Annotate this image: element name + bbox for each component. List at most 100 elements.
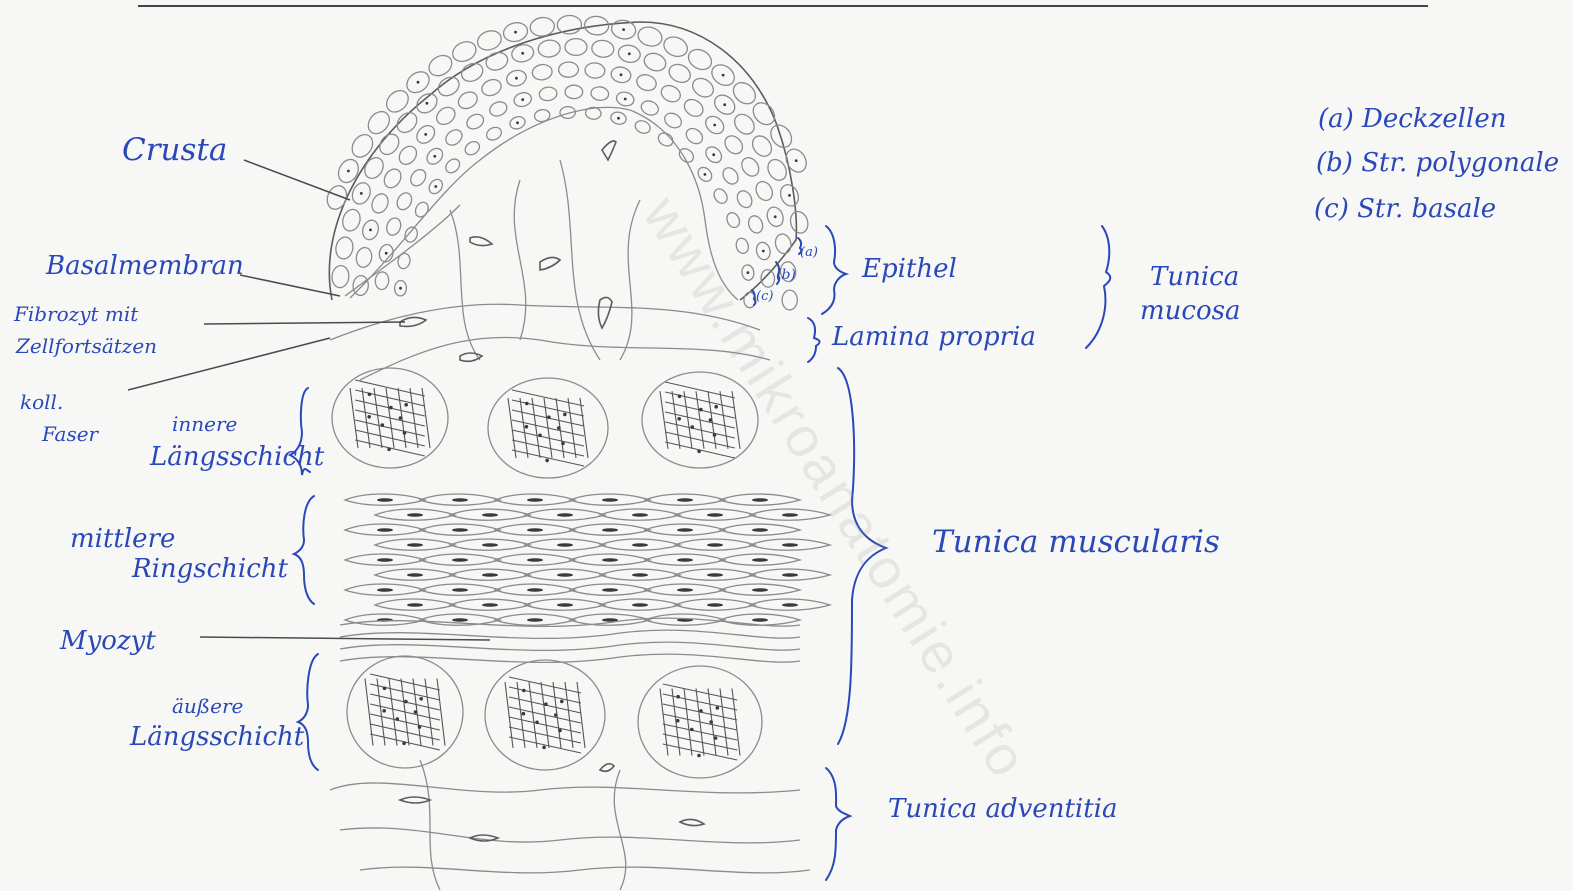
epithelial-cell xyxy=(565,39,587,56)
transition-fiber xyxy=(340,654,800,662)
epithelial-cell xyxy=(721,132,746,157)
label-innere-line2: Längsschicht xyxy=(150,444,324,471)
smooth-muscle-nucleus xyxy=(602,588,618,592)
muscle-fiber-stroke xyxy=(663,684,737,700)
muscle-nucleus xyxy=(389,406,393,410)
epithelial-cell xyxy=(488,99,509,118)
epithelial-cell xyxy=(397,252,412,270)
muscle-nucleus xyxy=(418,725,422,729)
muscle-nucleus xyxy=(697,754,701,758)
muscle-fiber-stroke xyxy=(355,430,425,446)
epithelial-cell xyxy=(681,96,706,120)
muscle-fiber-stroke xyxy=(365,678,373,745)
transition-fiber xyxy=(340,630,800,638)
muscle-fiber-stroke xyxy=(370,684,440,700)
epithelial-cell xyxy=(334,236,355,261)
cell-nucleus xyxy=(360,192,363,195)
smooth-muscle-nucleus xyxy=(752,618,768,622)
smooth-muscle-nucleus xyxy=(752,498,768,502)
epithelial-cell xyxy=(369,191,391,215)
smooth-muscle-nucleus xyxy=(377,558,393,562)
smooth-muscle-nucleus xyxy=(602,558,618,562)
epithelial-cell xyxy=(685,46,715,74)
epithelial-cell xyxy=(463,139,482,158)
cell-nucleus xyxy=(774,215,777,218)
epithelial-cell xyxy=(677,146,696,165)
smooth-muscle-nucleus xyxy=(782,573,798,577)
smooth-muscle-nucleus xyxy=(677,588,693,592)
muscle-fiber-stroke xyxy=(684,391,692,449)
smooth-muscle-nucleus xyxy=(557,603,573,607)
muscle-fiber-stroke xyxy=(370,674,440,690)
epithelial-cell xyxy=(340,207,363,233)
epithelial-cell xyxy=(425,51,455,79)
label-mittlere-line1: mittlere xyxy=(70,526,175,553)
epithelial-cell xyxy=(734,188,754,210)
cell-nucleus xyxy=(434,185,437,188)
smooth-muscle-nucleus xyxy=(632,603,648,607)
smooth-muscle-nucleus xyxy=(677,528,693,532)
muscle-nucleus xyxy=(677,417,681,421)
epithelial-cell xyxy=(689,75,717,101)
muscle-nucleus xyxy=(414,710,418,714)
label-epithel: Epithel xyxy=(862,256,957,283)
cell-nucleus xyxy=(433,155,436,158)
epithelial-cell xyxy=(683,125,705,146)
muscle-nucleus xyxy=(713,433,717,437)
legend-a: (a) Deckzellen xyxy=(1318,106,1506,133)
epithelial-cell xyxy=(455,89,480,112)
cell-nucleus xyxy=(417,81,420,84)
muscle-nucleus xyxy=(544,702,548,706)
cell-nucleus xyxy=(723,103,726,106)
muscle-nucleus xyxy=(396,717,400,721)
label-basalmembran: Basalmembran xyxy=(46,253,244,280)
smooth-muscle-nucleus xyxy=(482,543,498,547)
label-mittlere-line2: Ringschicht xyxy=(132,556,288,583)
epithelial-cell xyxy=(639,98,660,117)
epithelial-cell xyxy=(558,62,578,78)
label-fibrozyt-line1: Fibrozyt mit xyxy=(14,304,138,325)
muscle-nucleus xyxy=(404,700,408,704)
cell-nucleus xyxy=(369,229,372,232)
cell-nucleus xyxy=(628,52,631,55)
cell-nucleus xyxy=(521,98,524,101)
muscle-nucleus xyxy=(381,423,385,427)
smooth-muscle-nucleus xyxy=(707,603,723,607)
muscle-fiber-stroke xyxy=(568,398,576,458)
muscle-fiber-stroke xyxy=(370,724,440,740)
smooth-muscle-nucleus xyxy=(407,603,423,607)
epithelial-cell xyxy=(435,74,463,100)
muscle-fiber-stroke xyxy=(665,392,735,408)
muscle-fiber-stroke xyxy=(509,737,581,753)
muscle-fiber-stroke xyxy=(512,400,584,416)
epithelial-cell xyxy=(591,39,615,58)
smooth-muscle-nucleus xyxy=(782,603,798,607)
muscle-fiber-stroke xyxy=(422,388,430,448)
epithelial-cell xyxy=(449,38,479,65)
muscle-nucleus xyxy=(525,425,529,429)
epithelial-cell xyxy=(393,109,420,136)
muscle-nucleus xyxy=(542,746,546,750)
legend-c: (c) Str. basale xyxy=(1314,196,1496,223)
smooth-muscle-nucleus xyxy=(602,498,618,502)
smooth-muscle-nucleus xyxy=(377,588,393,592)
muscle-nucleus xyxy=(522,689,526,693)
epithelial-cell xyxy=(464,111,486,132)
muscle-nucleus xyxy=(676,695,680,699)
muscle-nucleus xyxy=(404,403,408,407)
bracket-aeussere xyxy=(298,654,318,770)
epithelial-cell xyxy=(408,167,429,189)
epithelial-cell xyxy=(725,211,742,230)
label-fibrozyt-line2: Zellfortsätzen xyxy=(16,336,157,357)
smooth-muscle-nucleus xyxy=(452,528,468,532)
label-koll-line2: Faser xyxy=(42,424,98,445)
epithelial-cell xyxy=(557,15,582,34)
epithelial-cell xyxy=(635,72,659,93)
muscle-nucleus xyxy=(367,415,371,419)
smooth-muscle-nucleus xyxy=(527,618,543,622)
muscle-nucleus xyxy=(402,742,406,746)
cell-nucleus xyxy=(385,252,388,255)
epithelial-cell xyxy=(711,186,729,205)
muscle-nucleus xyxy=(697,450,701,454)
label-layer-c: (c) xyxy=(756,290,773,304)
